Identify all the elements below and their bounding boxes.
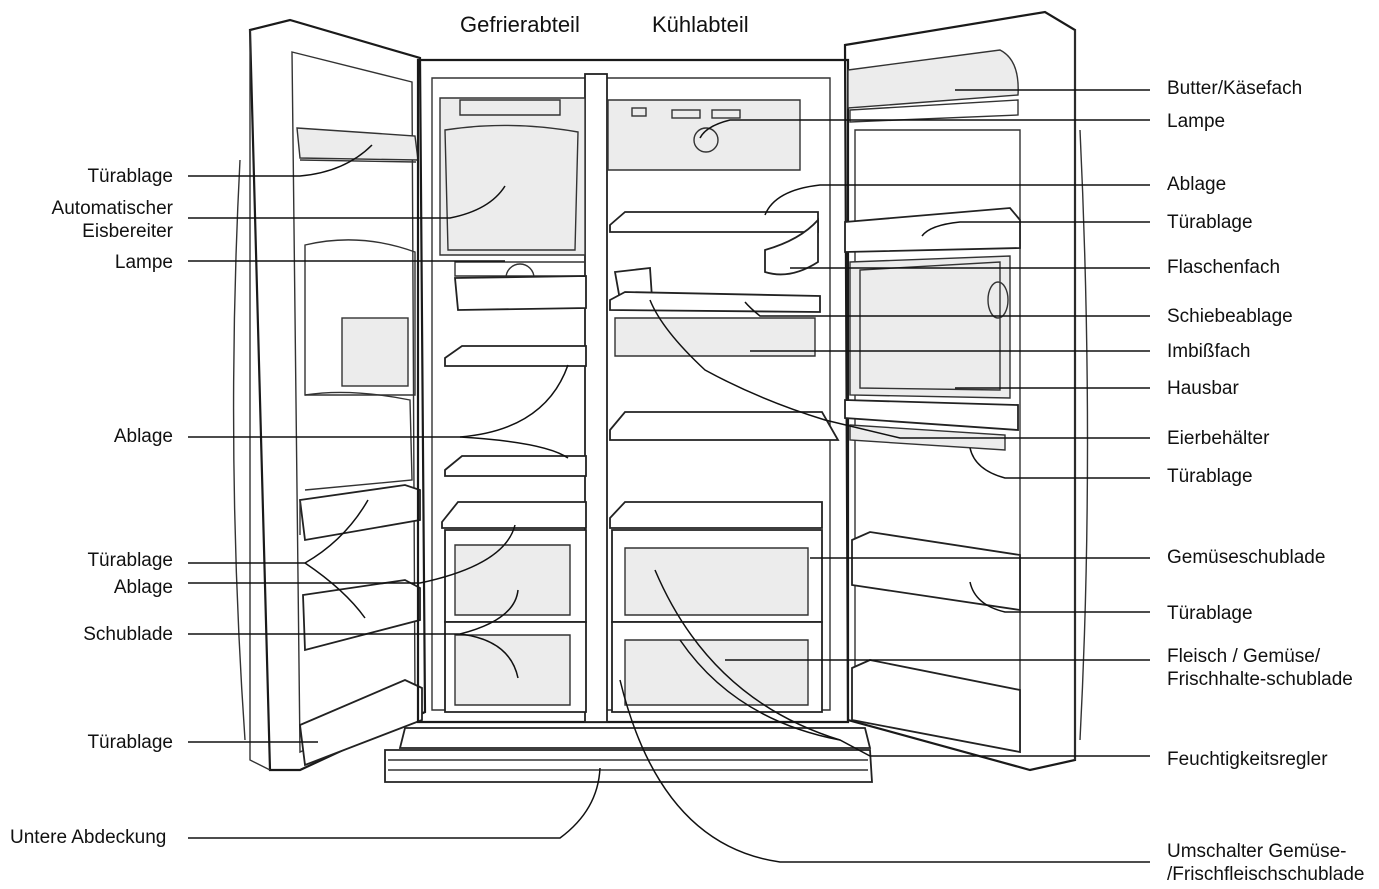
label-drawer: Schublade	[83, 624, 173, 645]
leader-lines-right	[619, 89, 1150, 863]
label-shelf-right: Ablage	[1167, 174, 1227, 195]
cabinet	[416, 58, 850, 724]
label-lamp-left: Lampe	[114, 252, 173, 273]
label-home-bar: Hausbar	[1167, 378, 1239, 399]
fridge-header: Kühlabteil	[652, 12, 749, 37]
label-ice-maker: Automatischer Eisbereiter	[51, 198, 173, 242]
label-sliding-shelf: Schiebeablage	[1167, 306, 1293, 327]
label-drawer-switch: Umschalter Gemüse- /Frischfleischschubla…	[1167, 841, 1365, 885]
label-shelf-left: Ablage	[113, 426, 173, 447]
label-meat-veg-drawer: Fleisch / Gemüse/ Frischhalte-schublade	[1167, 646, 1353, 690]
label-butter-cheese: Butter/Käsefach	[1167, 78, 1303, 99]
right-door	[843, 10, 1089, 772]
bottom-cover-graphic	[384, 727, 873, 783]
label-door-shelf-r1: Türablage	[1167, 212, 1253, 233]
label-bottom-cover: Untere Abdeckung	[10, 827, 167, 848]
label-door-shelf-r2: Türablage	[1167, 466, 1253, 487]
freezer-header: Gefrierabteil	[460, 12, 580, 37]
label-egg-box: Eierbehälter	[1167, 428, 1270, 449]
label-door-shelf-r3: Türablage	[1167, 603, 1253, 624]
left-door	[232, 18, 427, 772]
leader-lines-left	[188, 144, 601, 839]
label-bottle-rack: Flaschenfach	[1167, 257, 1281, 278]
label-shelf-left-2: Ablage	[113, 577, 173, 598]
label-snack-drawer: Imbißfach	[1167, 341, 1251, 362]
label-vegetable-drawer: Gemüseschublade	[1167, 547, 1326, 568]
freezer-compartment	[439, 97, 587, 713]
label-door-shelf-3: Türablage	[87, 732, 173, 753]
label-door-shelf-1: Türablage	[87, 166, 173, 187]
label-lamp-right: Lampe	[1167, 111, 1226, 132]
label-humidity-control: Feuchtigkeitsregler	[1167, 749, 1328, 770]
label-door-shelf-2: Türablage	[87, 550, 173, 571]
fridge-compartment	[607, 99, 840, 713]
